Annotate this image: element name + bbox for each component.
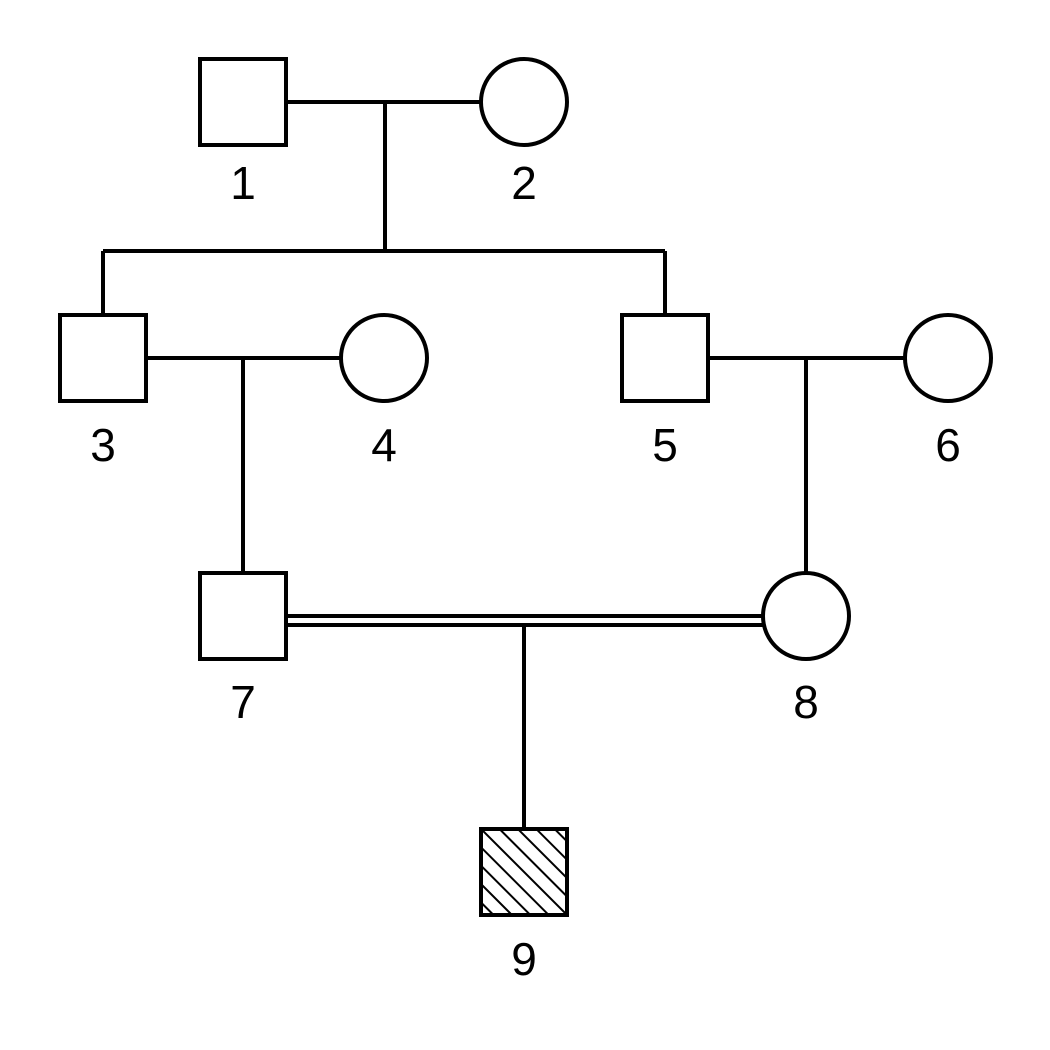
connector-layer: [101, 100, 905, 829]
mating-1-2: [286, 100, 481, 251]
sibship-sibship-gen2: [101, 249, 667, 315]
symbol-3-male[interactable]: [58, 313, 148, 403]
id-label-7: 7: [230, 676, 256, 728]
label-layer: 1 2 3 4 5 6 7 8 9: [90, 157, 961, 985]
id-label-6: 6: [935, 419, 961, 471]
id-label-9: 9: [511, 933, 537, 985]
mating-5-6: [708, 356, 905, 573]
mating-7-8: [286, 614, 764, 829]
symbol-6-female[interactable]: [903, 313, 993, 403]
symbol-layer: [58, 57, 993, 917]
symbol-8-female[interactable]: [761, 571, 851, 661]
symbol-4-female[interactable]: [339, 313, 429, 403]
id-label-3: 3: [90, 419, 116, 471]
id-label-4: 4: [371, 419, 397, 471]
id-label-2: 2: [511, 157, 537, 209]
mating-3-4: [146, 356, 341, 573]
symbol-2-female[interactable]: [479, 57, 569, 147]
id-label-1: 1: [230, 157, 256, 209]
symbol-9-male-affected[interactable]: [479, 827, 569, 917]
id-label-8: 8: [793, 676, 819, 728]
symbol-5-male[interactable]: [620, 313, 710, 403]
symbol-1-male[interactable]: [198, 57, 288, 147]
id-label-5: 5: [652, 419, 678, 471]
symbol-7-male[interactable]: [198, 571, 288, 661]
